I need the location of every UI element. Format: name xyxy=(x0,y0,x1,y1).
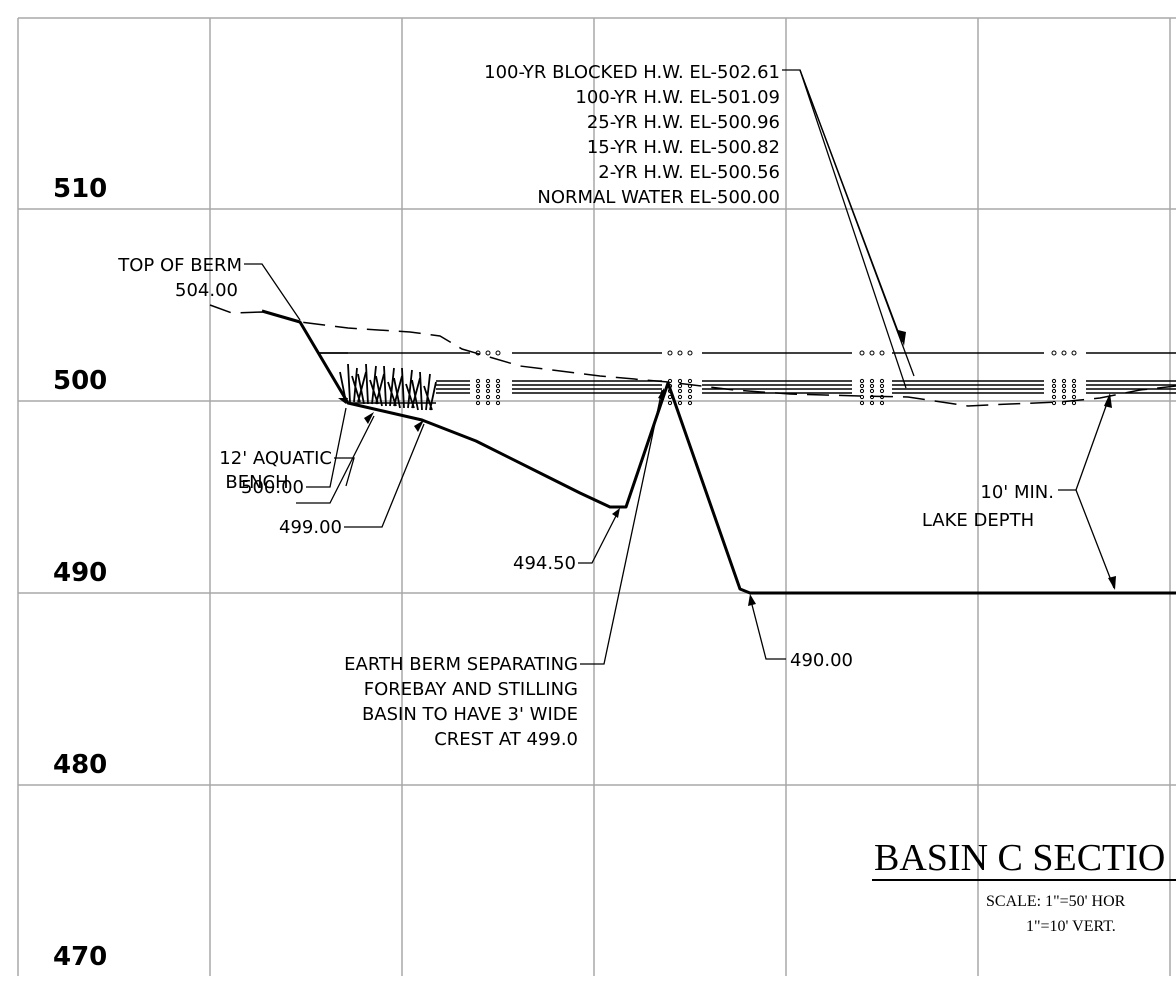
elevation-label-510: 510 xyxy=(53,174,107,204)
callout-earth-berm: EARTH BERM SEPARATING FOREBAY AND STILLI… xyxy=(344,654,578,750)
svg-text:BASIN TO HAVE 3' WIDE: BASIN TO HAVE 3' WIDE xyxy=(362,704,578,725)
high-water-lines xyxy=(436,380,1176,394)
line-break-dots xyxy=(475,350,1077,406)
note-25yr-hw: 25-YR H.W. EL-500.96 xyxy=(587,112,780,133)
note-normal-water: NORMAL WATER EL-500.00 xyxy=(537,187,780,208)
elevation-label-470: 470 xyxy=(53,942,107,972)
water-level-lines xyxy=(318,352,1176,394)
callout-top-of-berm: TOP OF BERM xyxy=(117,255,242,276)
note-15yr-hw: 15-YR H.W. EL-500.82 xyxy=(587,137,780,158)
elevation-label-500: 500 xyxy=(53,366,107,396)
water-level-notes: 100-YR BLOCKED H.W. EL-502.61 100-YR H.W… xyxy=(484,62,780,208)
scale-horizontal: SCALE: 1"=50' HOR xyxy=(986,893,1126,910)
elevation-label-480: 480 xyxy=(53,750,107,780)
callout-top-of-berm-elev: 504.00 xyxy=(175,280,238,301)
elevation-label-490: 490 xyxy=(53,558,107,588)
leader-arrowheads xyxy=(338,330,1116,606)
callout-lake-depth-2: LAKE DEPTH xyxy=(922,510,1034,531)
svg-text:FOREBAY AND STILLING: FOREBAY AND STILLING xyxy=(364,679,578,700)
callout-bench-top-elev: 500.00 xyxy=(241,477,304,498)
section-title-block: BASIN C SECTIO SCALE: 1"=50' HOR 1"=10' … xyxy=(872,837,1176,935)
callout-forebay-bottom-elev: 494.50 xyxy=(513,553,576,574)
callout-aquatic-bench-1: 12' AQUATIC xyxy=(219,448,332,469)
callout-lake-depth-1: 10' MIN. xyxy=(980,482,1054,503)
note-100yr-hw: 100-YR H.W. EL-501.09 xyxy=(575,87,780,108)
drawing-grid xyxy=(17,17,1176,976)
section-title: BASIN C SECTIO xyxy=(874,837,1165,879)
scale-vertical: 1"=10' VERT. xyxy=(1026,918,1116,935)
aquatic-vegetation-icon xyxy=(339,363,437,411)
callout-lake-bottom-elev: 490.00 xyxy=(790,650,853,671)
leader-lines xyxy=(244,69,1115,665)
callout-bench-bottom-elev: 499.00 xyxy=(279,517,342,538)
note-2yr-hw: 2-YR H.W. EL-500.56 xyxy=(598,162,780,183)
note-100yr-blocked: 100-YR BLOCKED H.W. EL-502.61 xyxy=(484,62,780,83)
svg-text:CREST AT 499.0: CREST AT 499.0 xyxy=(434,729,578,750)
svg-text:EARTH BERM SEPARATING: EARTH BERM SEPARATING xyxy=(344,654,578,675)
callout-aquatic-bench-2: BENCH xyxy=(225,472,288,493)
